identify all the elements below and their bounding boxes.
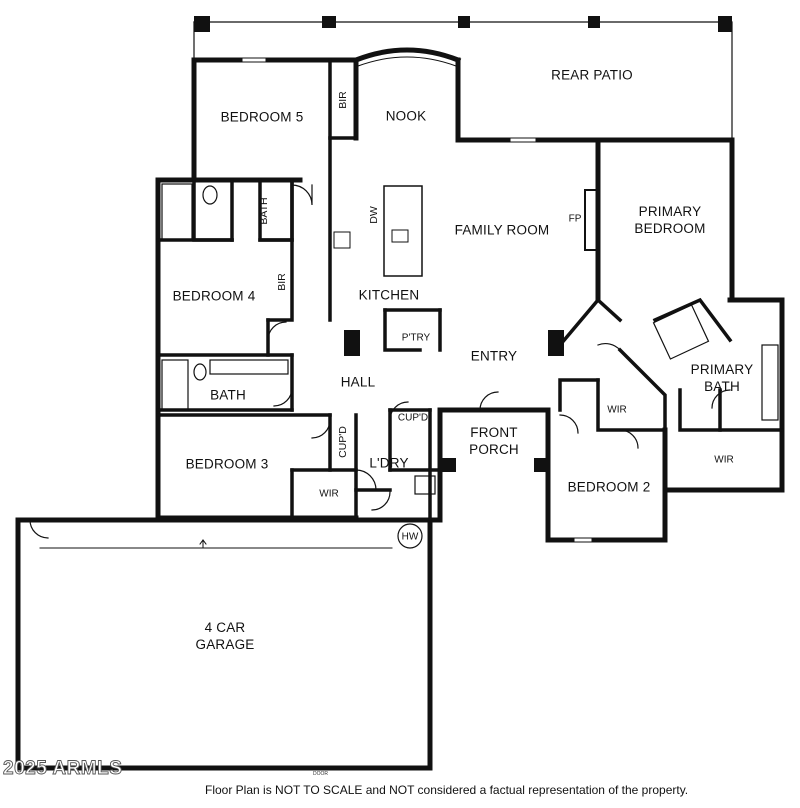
room-front-porch: FRONT PORCH <box>469 424 519 458</box>
label-fp: FP <box>568 213 582 225</box>
label-bir-bedroom4: BIR <box>276 273 288 291</box>
primary-vanity <box>761 344 779 421</box>
room-primary-bath-line1: PRIMARY <box>690 362 754 377</box>
tub-2 <box>161 359 189 411</box>
tub-1 <box>161 183 193 241</box>
room-bath: BATH <box>210 387 246 403</box>
room-garage-line1: 4 CAR <box>204 620 246 635</box>
label-cupd-hall: CUP'D <box>337 426 349 458</box>
room-bedroom-2: BEDROOM 2 <box>567 479 651 495</box>
nook-bay <box>352 47 462 64</box>
room-primary-bedroom: PRIMARY BEDROOM <box>634 203 705 237</box>
toilet-2 <box>193 363 207 381</box>
room-laundry: L'DRY <box>369 455 409 471</box>
garage-entry-arrow <box>199 539 207 549</box>
label-pantry: P'TRY <box>401 332 431 344</box>
label-bath-small: BATH <box>258 197 270 225</box>
room-kitchen: KITCHEN <box>358 287 420 303</box>
room-garage: 4 CAR GARAGE <box>196 619 255 653</box>
label-garage-door: DOOR <box>313 771 328 777</box>
label-wir-bedroom3: WIR <box>319 488 339 500</box>
nook-bay-inner <box>357 56 457 67</box>
windows <box>155 57 595 543</box>
watermark-logo: 2025 ARMLS <box>3 758 123 780</box>
room-front-porch-line1: FRONT <box>470 425 518 440</box>
door-swings <box>29 184 731 539</box>
room-rear-patio: REAR PATIO <box>551 67 633 83</box>
exterior-walls <box>15 57 785 771</box>
label-wir-primary: WIR <box>714 454 734 466</box>
vanity-2 <box>209 359 289 375</box>
room-front-porch-line2: PORCH <box>469 442 519 457</box>
room-primary-bedroom-line2: BEDROOM <box>634 221 706 236</box>
room-entry: ENTRY <box>470 348 518 364</box>
laundry-sink <box>414 475 436 495</box>
room-hall: HALL <box>340 374 376 390</box>
footer-disclaimer: Floor Plan is NOT TO SCALE and NOT consi… <box>205 783 689 797</box>
label-bir-bedroom5: BIR <box>337 91 349 109</box>
room-primary-bath-line2: BATH <box>704 379 740 394</box>
interior-walls <box>156 58 784 522</box>
toilet-1 <box>202 185 218 205</box>
room-primary-bath: PRIMARY BATH <box>691 361 754 395</box>
kitchen-island <box>383 185 423 277</box>
water-heater <box>397 523 423 549</box>
room-nook: NOOK <box>385 108 427 124</box>
label-dw: DW <box>368 206 380 224</box>
label-hw: HW <box>401 531 419 543</box>
room-primary-bedroom-line1: PRIMARY <box>638 204 702 219</box>
label-wir-bedroom2: WIR <box>607 404 627 416</box>
room-family-room: FAMILY ROOM <box>454 222 550 238</box>
primary-tub <box>652 304 710 360</box>
room-bedroom-4: BEDROOM 4 <box>172 288 256 304</box>
room-bedroom-5: BEDROOM 5 <box>220 109 304 125</box>
columns <box>194 16 732 472</box>
room-bedroom-3: BEDROOM 3 <box>185 456 269 472</box>
room-garage-line2: GARAGE <box>195 637 255 652</box>
island-sink <box>391 229 409 243</box>
label-cupd-laundry: CUP'D <box>397 412 429 424</box>
cooktop <box>333 231 351 249</box>
fireplace <box>584 189 599 251</box>
